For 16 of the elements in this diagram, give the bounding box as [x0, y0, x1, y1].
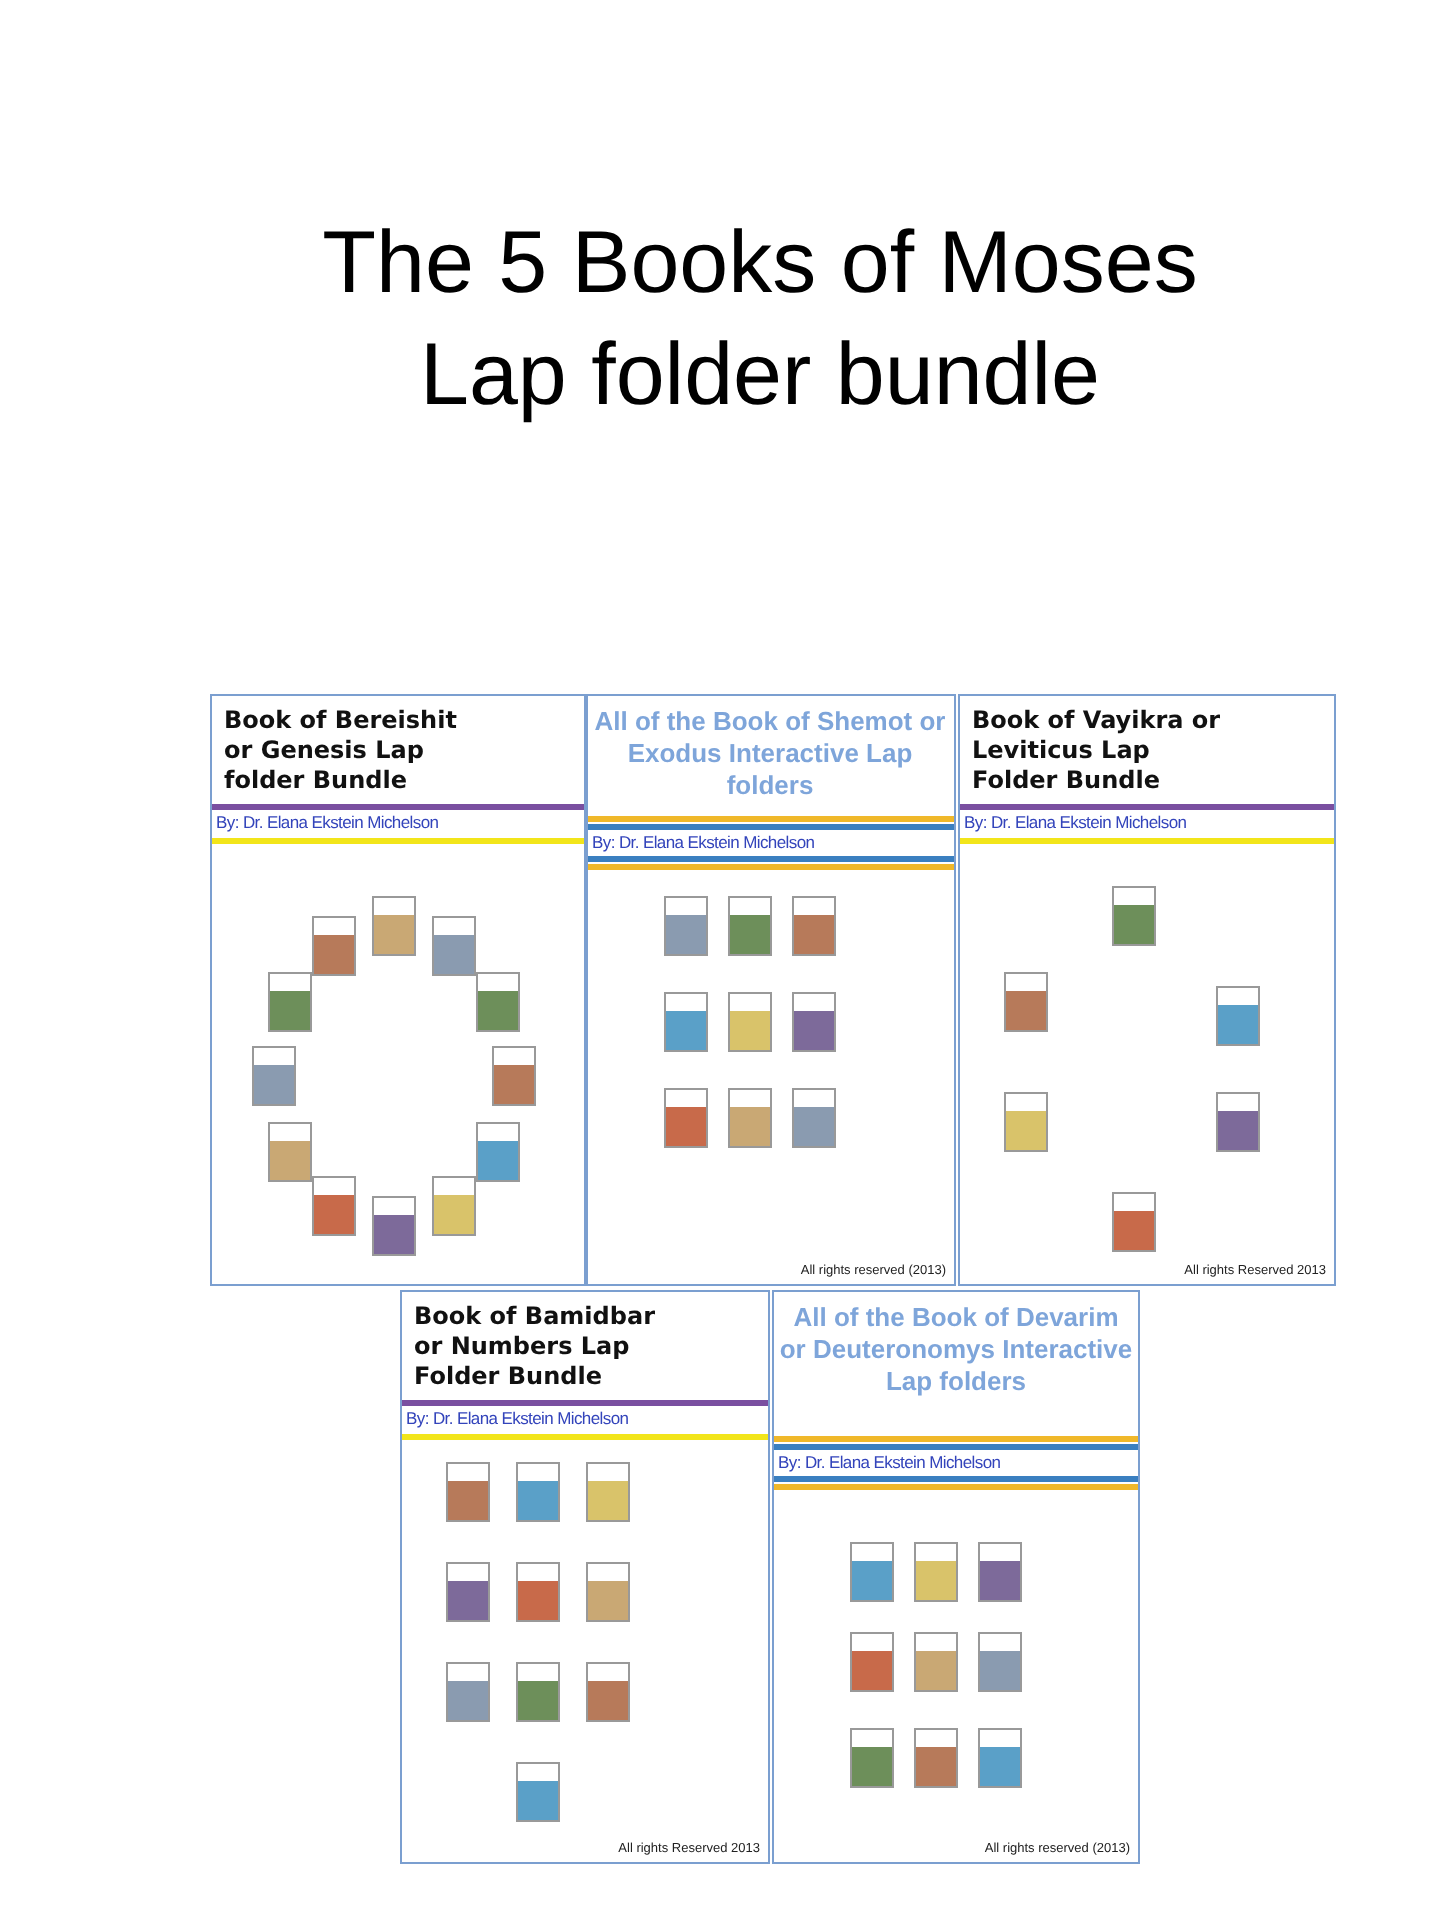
- author-line: By: Dr. Elana Ekstein Michelson: [216, 812, 439, 832]
- author-line: By: Dr. Elana Ekstein Michelson: [778, 1452, 1001, 1472]
- book-cover-panel: [586, 694, 956, 1286]
- author-line: By: Dr. Elana Ekstein Michelson: [964, 812, 1187, 832]
- cover-title: All of the Book of Shemot or Exodus Interactive Lap folders: [592, 706, 948, 802]
- book-cover-panel: [400, 1290, 770, 1864]
- cover-title: Book of Bamidbar or Numbers Lap Folder Bundle: [414, 1302, 657, 1392]
- author-line: By: Dr. Elana Ekstein Michelson: [592, 832, 815, 852]
- cover-title: Book of Bereishit or Genesis Lap folder Bundle: [224, 706, 459, 796]
- book-cover-panel: [772, 1290, 1140, 1864]
- page-title: The 5 Books of Moses Lap folder bundle: [320, 212, 1200, 428]
- cover-title: Book of Vayikra or Leviticus Lap Folder Bundle: [972, 706, 1223, 796]
- cover-title: All of the Book of Devarim or Deuteronomys Interactive Lap folders: [778, 1302, 1134, 1398]
- book-cover-panel: [958, 694, 1336, 1286]
- author-line: By: Dr. Elana Ekstein Michelson: [406, 1408, 629, 1428]
- book-cover-panel: [210, 694, 586, 1286]
